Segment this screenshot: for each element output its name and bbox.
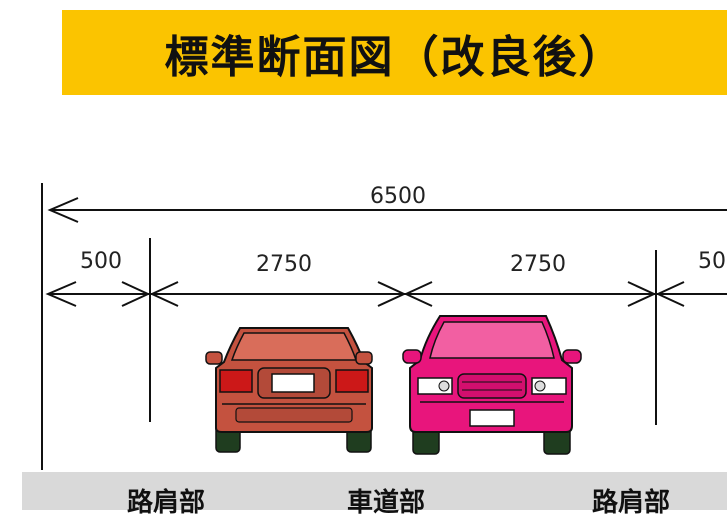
arrowhead-500-right — [121, 281, 151, 307]
car-front-illustration — [402, 315, 582, 455]
arrowhead-total-left — [47, 197, 79, 223]
road-section-band — [22, 472, 727, 510]
arrowhead-lane-right-end — [627, 281, 657, 307]
dimension-lane-right-label: 2750 — [510, 252, 566, 277]
dimension-total-label: 6500 — [370, 184, 426, 209]
section-label-right-shoulder: 路肩部 — [592, 488, 671, 518]
dimension-lane-left-label: 2750 — [256, 252, 312, 277]
arrowhead-shoulder-right-start — [655, 281, 685, 307]
page-title: 標準断面図（改良後） — [164, 31, 625, 83]
dimension-right-shoulder-label: 50 — [698, 249, 726, 274]
section-label-carriageway: 車道部 — [347, 488, 426, 518]
title-banner: 標準断面図（改良後） — [62, 10, 727, 95]
car-rear-illustration — [205, 327, 373, 453]
arrowhead-lane-right-start — [403, 281, 433, 307]
arrowhead-lane-left-start — [149, 281, 179, 307]
section-label-left-shoulder: 路肩部 — [127, 488, 206, 518]
dimension-left-shoulder-label: 500 — [80, 249, 122, 274]
arrowhead-500-left — [45, 281, 77, 307]
